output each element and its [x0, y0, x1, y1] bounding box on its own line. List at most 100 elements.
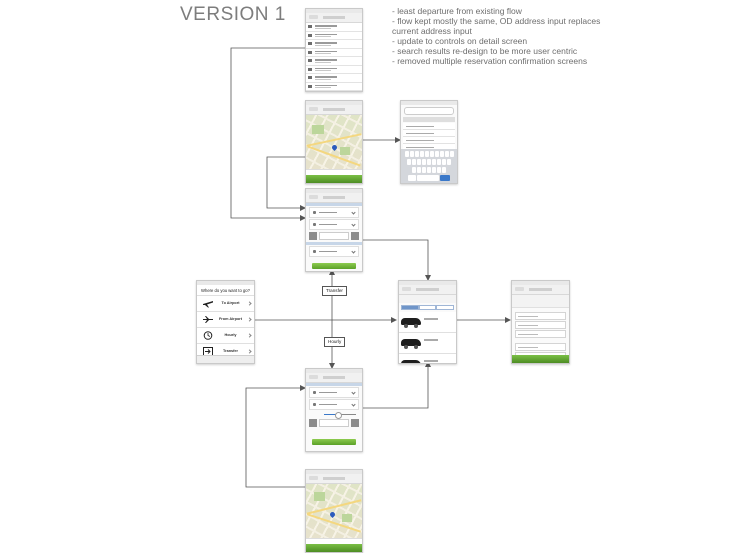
status-bar: [512, 281, 569, 285]
design-notes: - least departure from existing flow - f…: [392, 6, 612, 66]
confirm-button[interactable]: [306, 175, 362, 183]
search-results-screen[interactable]: [398, 280, 457, 364]
search-button[interactable]: [312, 263, 356, 269]
trip-summary: [399, 295, 456, 303]
list-item[interactable]: [306, 57, 362, 66]
status-bar: [197, 281, 254, 285]
connector-line: [253, 269, 335, 321]
address-search-screen[interactable]: [400, 100, 458, 184]
status-bar: [306, 470, 362, 474]
passenger-field[interactable]: [515, 321, 566, 329]
passenger-field[interactable]: [515, 312, 566, 320]
nav-bar: [306, 373, 362, 383]
note-item: - least departure from existing flow: [392, 6, 522, 16]
menu-item-to-airport[interactable]: To Airport: [197, 295, 254, 311]
menu-item-label: To Airport: [221, 301, 240, 305]
page-title: VERSION 1: [180, 4, 286, 25]
suggestion-item[interactable]: [403, 130, 455, 137]
vehicle-option[interactable]: [399, 354, 456, 363]
list-item[interactable]: [306, 74, 362, 83]
payment-field[interactable]: [515, 343, 566, 351]
location-pin-icon: [330, 143, 339, 152]
chevron-right-icon: [247, 301, 252, 306]
car-icon: [401, 318, 421, 325]
trip-summary: [512, 295, 569, 308]
date-time-field[interactable]: [309, 399, 359, 410]
clock-icon: [203, 331, 213, 340]
location-pin-icon: [328, 510, 337, 519]
map-view[interactable]: [306, 484, 362, 538]
duration-slider[interactable]: [324, 412, 356, 419]
nav-bar: [306, 13, 362, 23]
note-item: - removed multiple reservation confirmat…: [392, 56, 588, 66]
connector-line: [361, 361, 431, 409]
car-icon: [401, 339, 421, 346]
menu-item-label: Transfer: [223, 349, 238, 353]
vehicle-option[interactable]: [399, 312, 456, 333]
menu-item-from-airport[interactable]: From Airport: [197, 311, 254, 327]
suggestion-item[interactable]: [403, 137, 455, 144]
pickup-field[interactable]: [309, 387, 359, 398]
pickup-location-row[interactable]: [306, 169, 362, 176]
confirm-button[interactable]: [306, 544, 362, 552]
note-item: - update to controls on detail screen: [392, 36, 528, 46]
nav-bar: [306, 474, 362, 484]
car-icon: [401, 360, 421, 363]
nav-bar: [512, 285, 569, 295]
passenger-stepper[interactable]: [309, 232, 359, 240]
list-item[interactable]: [306, 65, 362, 74]
pickup-location-row[interactable]: [306, 538, 362, 545]
passenger-stepper[interactable]: [309, 419, 359, 427]
connector-line: [230, 47, 306, 221]
chevron-right-icon: [247, 317, 252, 322]
sort-segmented-control[interactable]: [401, 305, 455, 310]
menu-item-label: Hourly: [224, 333, 237, 337]
connector-line: [266, 156, 306, 211]
status-bar: [306, 369, 362, 373]
dropoff-field[interactable]: [309, 246, 359, 257]
suggestion-item[interactable]: [403, 123, 455, 130]
menu-item-hourly[interactable]: Hourly: [197, 327, 254, 343]
section-header: [403, 117, 455, 122]
search-input[interactable]: [404, 107, 454, 115]
connector-line: [361, 239, 431, 281]
status-bar: [306, 189, 362, 193]
nav-bar: [306, 193, 362, 203]
status-bar: [306, 101, 362, 105]
plane-down-icon: [203, 316, 213, 323]
chevron-right-icon: [247, 333, 252, 338]
note-item: - search results re-design to be more us…: [392, 46, 578, 56]
list-item[interactable]: [306, 82, 362, 91]
status-bar: [401, 101, 457, 105]
search-button[interactable]: [312, 439, 356, 445]
date-time-field[interactable]: [309, 219, 359, 230]
destination-menu-screen[interactable]: Where do you want to go? To Airport From…: [196, 280, 255, 364]
transfer-detail-screen[interactable]: [305, 188, 363, 272]
passenger-field[interactable]: [515, 330, 566, 338]
map-view[interactable]: [306, 115, 362, 169]
hourly-edge-label: Hourly: [324, 337, 346, 347]
list-item[interactable]: [306, 40, 362, 49]
vehicle-option[interactable]: [399, 333, 456, 354]
reservation-details-screen[interactable]: [511, 280, 570, 364]
status-bar: [399, 281, 456, 285]
plane-up-icon: [203, 301, 213, 308]
list-item[interactable]: [306, 31, 362, 40]
hourly-detail-screen[interactable]: [305, 368, 363, 452]
reserve-button[interactable]: [512, 355, 569, 363]
keyboard[interactable]: [401, 149, 457, 183]
pickup-field[interactable]: [309, 207, 359, 218]
map-pickup-screen[interactable]: [305, 100, 363, 184]
list-item[interactable]: [306, 23, 362, 32]
airport-list-screen[interactable]: [305, 8, 363, 92]
note-item: - flow kept mostly the same, OD address …: [392, 16, 601, 36]
nav-bar: [399, 285, 456, 295]
menu-item-label: From Airport: [218, 317, 243, 321]
connector-line: [245, 385, 306, 488]
hourly-map-screen[interactable]: [305, 469, 363, 553]
list-item[interactable]: [306, 48, 362, 57]
chevron-right-icon: [247, 349, 252, 354]
tab-bar[interactable]: [197, 355, 254, 363]
transfer-edge-label: Transfer: [322, 286, 347, 296]
